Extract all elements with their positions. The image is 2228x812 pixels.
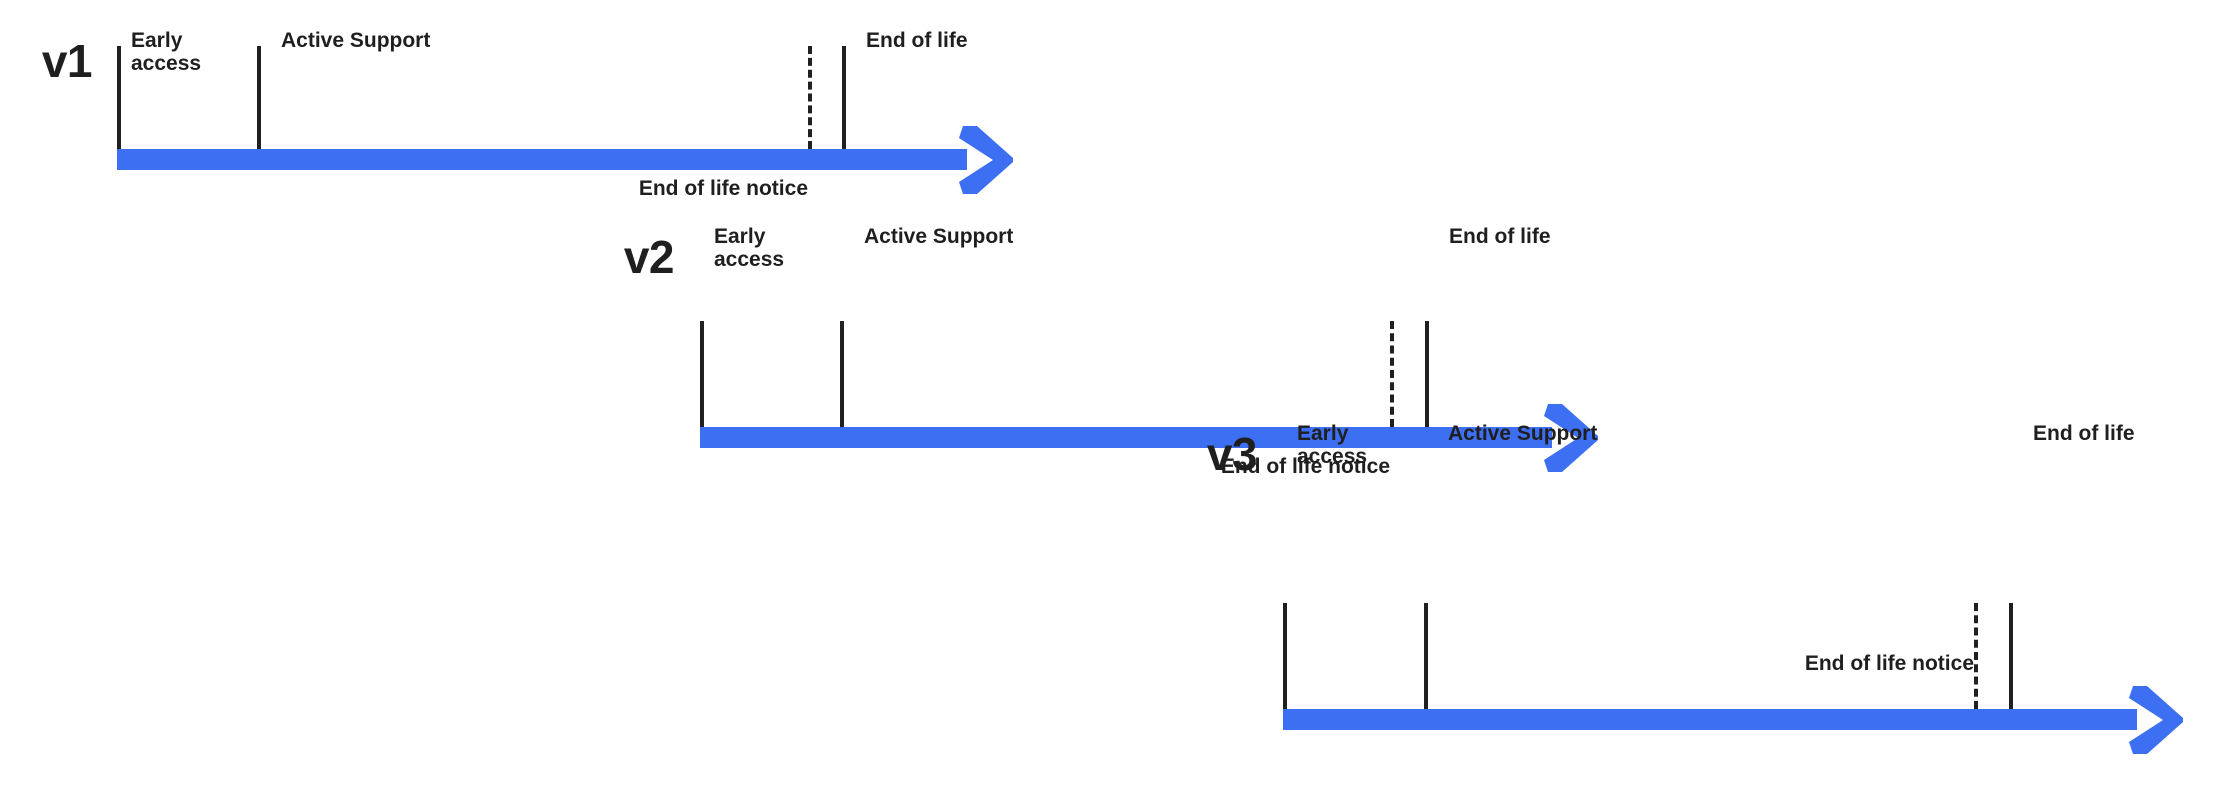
timeline-bar-v3 bbox=[1283, 685, 2185, 754]
phase-label-early-access-v2: Early access bbox=[714, 225, 785, 271]
phase-label-end-of-life-v2: End of life bbox=[1449, 225, 1551, 248]
arrowhead-icon-v2 bbox=[1542, 402, 1600, 474]
tick-solid-start-v2 bbox=[700, 321, 704, 427]
tick-dashed-eol-notice-v3 bbox=[1974, 603, 1978, 709]
phase-label-active-support-v2: Active Support bbox=[864, 225, 1014, 248]
timeline-bar-shaft-v2 bbox=[700, 427, 1552, 448]
phase-label-active-support-v3: Active Support bbox=[1448, 422, 1598, 445]
version-label-v3: v3 bbox=[1206, 428, 1258, 480]
phase-label-end-of-life-v3: End of life bbox=[2033, 422, 2135, 445]
tick-solid-early-access-end-v3 bbox=[1424, 603, 1428, 709]
phase-label-early-access-v3: Early access bbox=[1297, 422, 1368, 468]
timeline-bar-shaft-v3 bbox=[1283, 709, 2137, 730]
version-label-v2: v2 bbox=[623, 231, 675, 283]
arrowhead-icon-v3 bbox=[2127, 684, 2185, 756]
tick-solid-early-access-end-v2 bbox=[840, 321, 844, 427]
tick-solid-early-access-end-v1 bbox=[257, 46, 261, 149]
tick-solid-active-support-end-v3 bbox=[2009, 603, 2013, 709]
timeline-bar-v1 bbox=[117, 125, 1015, 194]
eol-notice-label-v3: End of life notice bbox=[1804, 652, 1974, 675]
eol-notice-label-v2: End of life notice bbox=[1220, 455, 1390, 478]
tick-dashed-eol-notice-v1 bbox=[808, 46, 812, 149]
tick-solid-active-support-end-v2 bbox=[1425, 321, 1429, 427]
tick-dashed-eol-notice-v2 bbox=[1390, 321, 1394, 427]
timeline-bar-shaft-v1 bbox=[117, 149, 967, 170]
timeline-bar-v2 bbox=[700, 403, 1600, 472]
tick-solid-active-support-end-v1 bbox=[842, 46, 846, 149]
phase-label-active-support-v1: Active Support bbox=[281, 29, 431, 52]
arrowhead-icon-v1 bbox=[957, 124, 1015, 196]
phase-label-end-of-life-v1: End of life bbox=[866, 29, 968, 52]
eol-notice-label-v1: End of life notice bbox=[638, 177, 808, 200]
phase-label-early-access-v1: Early access bbox=[131, 29, 202, 75]
tick-solid-start-v3 bbox=[1283, 603, 1287, 709]
version-label-v1: v1 bbox=[41, 35, 93, 87]
tick-solid-start-v1 bbox=[117, 46, 121, 149]
